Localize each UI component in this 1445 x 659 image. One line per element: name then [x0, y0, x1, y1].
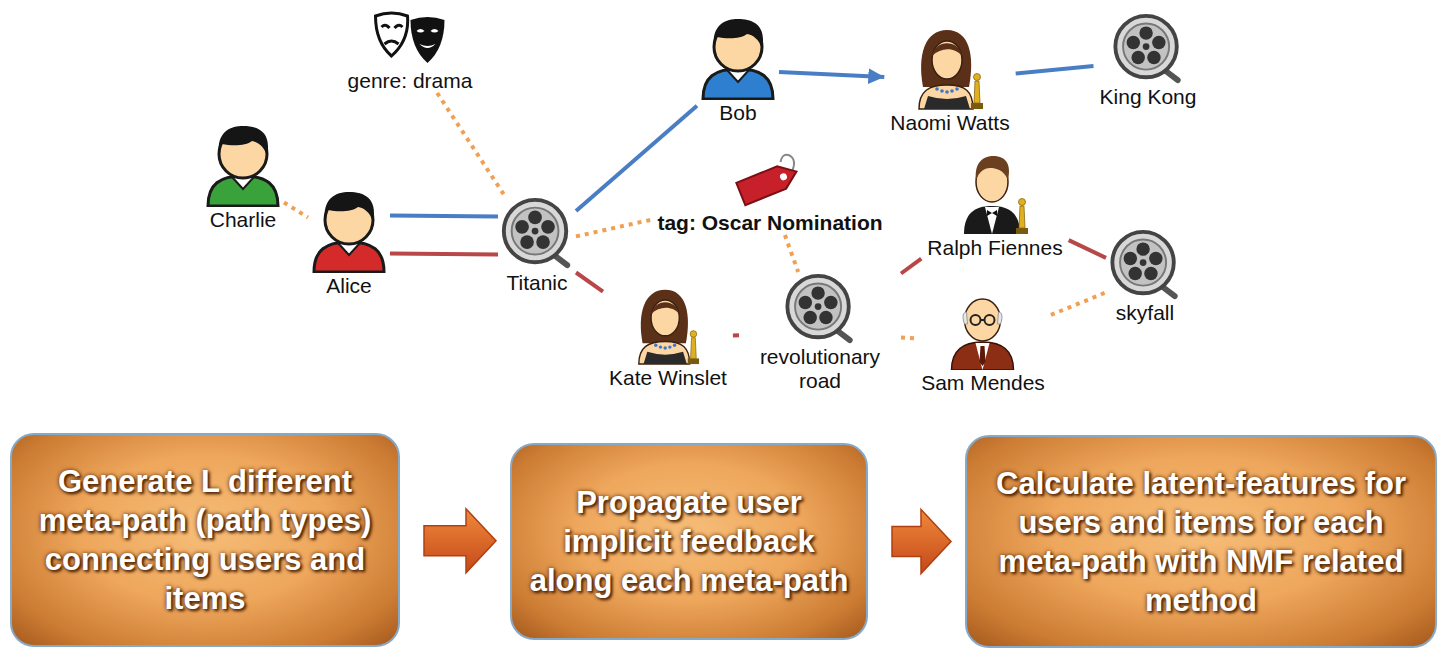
box-text-group: Propagate user implicit feedback along e… [526, 483, 852, 600]
path-link [1069, 240, 1106, 258]
actress-icon [639, 290, 699, 364]
path-link [733, 333, 739, 337]
node-label: tag: Oscar Nomination [651, 211, 888, 235]
path-link [1016, 66, 1094, 74]
graph-node: tag: Oscar Nomination [651, 152, 888, 235]
node-label: Ralph Fiennes [921, 236, 1068, 260]
actress-icon [919, 30, 983, 109]
path-link [390, 215, 498, 216]
director-icon [952, 299, 1014, 370]
user-icon [314, 192, 384, 272]
node-label: Titanic [500, 271, 573, 295]
attribute-link [576, 220, 651, 237]
node-label: genre: drama [342, 69, 479, 93]
node-label: Charlie [204, 208, 283, 232]
attribute-link [437, 93, 504, 195]
node-label: Naomi Watts [884, 111, 1015, 135]
process-box: Generate L different meta-path (path typ… [10, 433, 400, 647]
path-link [901, 259, 921, 274]
node-label: Alice [320, 274, 378, 298]
node-label: Bob [713, 101, 762, 125]
film-icon [787, 276, 849, 340]
user-icon [703, 19, 773, 99]
node-label: skyfall [1110, 301, 1180, 325]
path-link [576, 106, 697, 211]
graph-node: Titanic [498, 195, 576, 295]
graph-node: Ralph Fiennes [921, 150, 1068, 260]
box-text-group: Generate L different meta-path (path typ… [26, 462, 384, 618]
flow-arrow [892, 510, 951, 574]
node-label: Sam Mendes [915, 371, 1051, 395]
node-label: King Kong [1094, 85, 1203, 109]
film-icon [1112, 232, 1174, 296]
flow-arrow [424, 509, 496, 573]
box-text: Calculate latent-features for users and … [981, 464, 1421, 620]
tag-icon [736, 155, 801, 205]
process-box: Propagate user implicit feedback along e… [510, 443, 868, 640]
node-label: Kate Winslet [603, 366, 733, 390]
film-icon [1115, 16, 1177, 80]
graph-node: genre: drama [342, 10, 479, 93]
graph-node: skyfall [1106, 228, 1184, 325]
graph-node: Alice [308, 188, 390, 298]
actor-icon [964, 156, 1028, 234]
box-text: Propagate user implicit feedback along e… [526, 483, 852, 600]
graph-node: Kate Winslet [603, 285, 733, 390]
graph-node: Naomi Watts [884, 25, 1015, 135]
process-box: Calculate latent-features for users and … [965, 435, 1437, 648]
user-icon [208, 126, 278, 206]
path-link [390, 253, 498, 254]
path-link [576, 273, 603, 292]
node-label: revolutionary road [739, 345, 901, 393]
box-text-group: Calculate latent-features for users and … [981, 464, 1421, 620]
box-text: Generate L different meta-path (path typ… [26, 462, 384, 618]
graph-node: Charlie [202, 122, 284, 232]
attribute-link [901, 336, 915, 341]
attribute-link [284, 203, 308, 218]
graph-node: King Kong [1094, 12, 1203, 109]
masks-icon [376, 13, 445, 63]
film-icon [504, 200, 567, 265]
graph-node: Bob [697, 15, 779, 125]
path-link [779, 72, 884, 77]
graph-node: Sam Mendes [915, 290, 1051, 395]
graph-node: revolutionary road [739, 272, 901, 393]
attribute-link [1051, 292, 1106, 315]
attribute-link [785, 235, 798, 272]
